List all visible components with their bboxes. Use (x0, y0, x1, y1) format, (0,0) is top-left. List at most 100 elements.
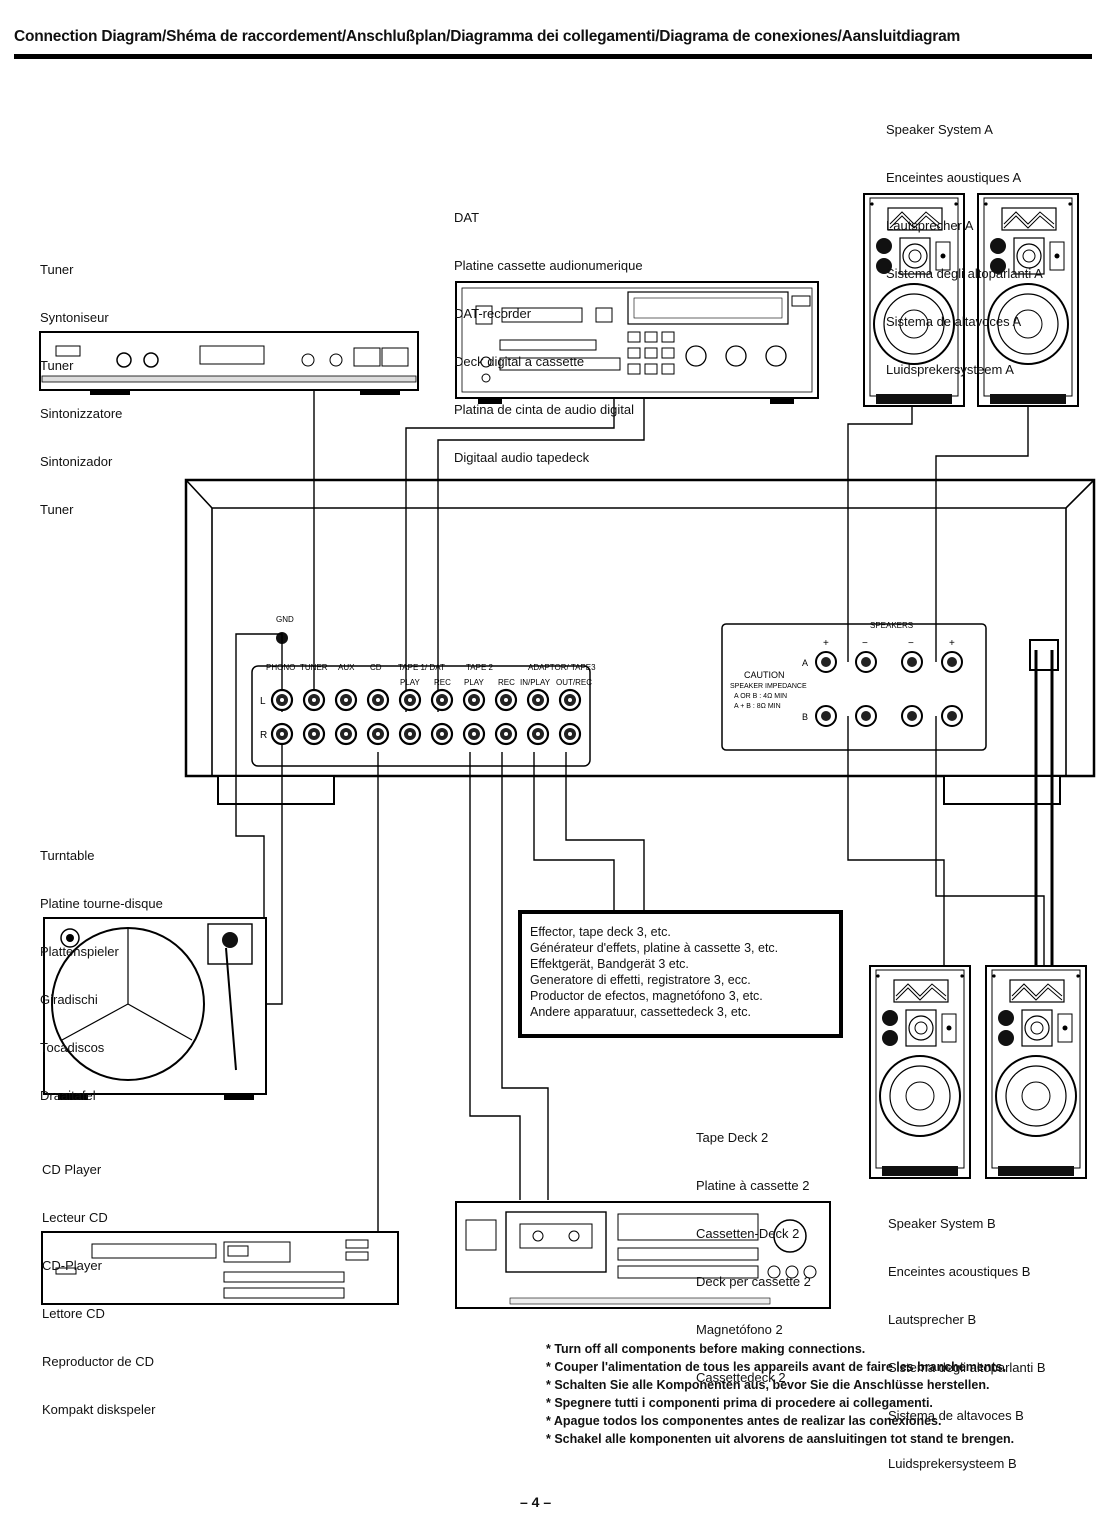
tuner-label-line: Syntoniseur (40, 310, 109, 325)
note-line: * Turn off all components before making … (546, 1342, 866, 1356)
turntable-label-line: Draaitafel (40, 1088, 96, 1103)
tuner-label-line: Tuner (40, 262, 74, 277)
safety-notes: * Turn off all components before making … (546, 1340, 1014, 1448)
cd-player-label-line: Lecteur CD (42, 1210, 108, 1225)
input-label-cd: CD (370, 663, 382, 672)
sub-label-in-play: IN/PLAY (520, 678, 551, 687)
speaker-a-label-line: Sistema de altavoces A (886, 314, 1022, 329)
speaker-a-label-line: Luidsprekersysteem A (886, 362, 1014, 377)
tuner-label-line: Sintonizador (40, 454, 113, 469)
impedance-title: SPEAKER IMPEDANCE (730, 683, 807, 690)
tape-deck-2-label-line: Tape Deck 2 (696, 1130, 769, 1145)
note-line: * Couper l'alimentation de tous les appa… (546, 1360, 1007, 1374)
speakers-label: SPEAKERS (870, 621, 913, 630)
cd-player-label-line: Lettore CD (42, 1306, 105, 1321)
speaker-system-b (869, 965, 1087, 1179)
sub-label-rec-1: REC (434, 678, 451, 687)
impedance-line-1: A OR B : 4Ω MIN (734, 693, 787, 700)
input-label-tape2: TAPE 2 (466, 663, 494, 672)
tuner-label: Tuner Syntoniseur Tuner Sintonizzatore S… (40, 230, 122, 534)
effector-line: Productor de efectos, magnetófono 3, etc… (530, 989, 763, 1003)
dat-label-line: DAT-recorder (454, 306, 532, 321)
turntable-label-line: Turntable (40, 848, 95, 863)
cd-player-label-line: Reproductor de CD (42, 1354, 154, 1369)
cd-player-unit (41, 1231, 399, 1305)
turntable-label: Turntable Platine tourne-disque Plattens… (40, 816, 163, 1120)
plus-label-1: + (823, 638, 829, 649)
input-label-aux: AUX (338, 663, 355, 672)
connection-wires (235, 390, 1045, 1240)
minus-label-1: − (862, 638, 868, 649)
tape-deck-2-label: Tape Deck 2 Platine à cassette 2 Cassett… (696, 1098, 811, 1402)
turntable-label-line: Giradischi (40, 992, 98, 1007)
sub-label-out-rec: OUT/REC (556, 678, 592, 687)
dat-label-line: DAT (454, 210, 480, 225)
tuner-label-line: Tuner (40, 358, 74, 373)
cd-player-label-line: Kompakt diskspeler (42, 1402, 156, 1417)
speaker-a-label-line: Speaker System A (886, 122, 993, 137)
speaker-b-label-line: Enceintes acoustiques B (888, 1264, 1031, 1279)
turntable-unit (43, 917, 267, 1100)
turntable-label-line: Platine tourne-disque (40, 896, 163, 911)
tape-deck-2-label-line: Magnetófono 2 (696, 1322, 783, 1337)
speaker-b-label-line: Lautsprecher B (888, 1312, 977, 1327)
dat-label-line: Digitaal audio tapedeck (454, 450, 590, 465)
speaker-a-label-line: Enceintes aoustiques A (886, 170, 1022, 185)
page-number: – 4 – (520, 1494, 552, 1510)
plus-label-2: + (949, 638, 955, 649)
cd-player-label: CD Player Lecteur CD CD-Player Lettore C… (42, 1130, 155, 1434)
tuner-label-line: Sintonizzatore (40, 406, 123, 421)
sub-label-play-2: PLAY (464, 678, 485, 687)
effector-line: Effector, tape deck 3, etc. (530, 925, 671, 939)
tape-deck-2-label-line: Cassettedeck 2 (696, 1370, 786, 1385)
note-line: * Apague todos los componentes antes de … (546, 1414, 942, 1428)
speaker-b-label-line: Luidsprekersysteem B (888, 1456, 1017, 1471)
input-label-tape1-dat: TAPE 1/ DAT (398, 663, 445, 672)
dat-unit (455, 281, 819, 404)
speaker-a-label: A (802, 658, 808, 668)
gnd-label: GND (276, 615, 294, 624)
channel-l: L (260, 696, 266, 707)
speaker-b-label-line: Sistema degli altoparlanti B (888, 1360, 1046, 1375)
effector-line: Effektgerät, Bandgerät 3 etc. (530, 957, 689, 971)
tape-deck-2-unit (455, 1201, 831, 1309)
note-line: * Schalten Sie alle Komponenten aus, bev… (546, 1378, 990, 1392)
tape-deck-2-label-line: Platine à cassette 2 (696, 1178, 810, 1193)
effector-line: Generatore di effetti, registratore 3, e… (530, 973, 751, 987)
dat-label: DAT Platine cassette audionumerique DAT-… (454, 178, 643, 482)
note-line: * Spegnere tutti i componenti prima di p… (546, 1396, 933, 1410)
channel-r: R (260, 730, 267, 741)
dat-label-line: Deck digital a cassette (454, 354, 585, 369)
tape-deck-2-label-line: Deck per cassette 2 (696, 1274, 811, 1289)
sub-label-play-1: PLAY (400, 678, 421, 687)
speaker-a-label-line: Lautsprecher A (886, 218, 974, 233)
tape-deck-2-label-line: Cassetten-Deck 2 (696, 1226, 800, 1241)
speaker-b-label-line: Sistema de altavoces B (888, 1408, 1024, 1423)
effector-box: Effector, tape deck 3, etc. Générateur d… (518, 910, 843, 1038)
page-title: Connection Diagram/Shéma de raccordement… (14, 28, 961, 45)
tuner-unit (39, 331, 419, 395)
note-line: * Schakel alle komponenten uit alvorens … (546, 1432, 1015, 1446)
speaker-a-label-line: Sistema degli altoparlanti A (886, 266, 1043, 281)
dat-label-line: Platina de cinta de audio digital (454, 402, 634, 417)
panel-labels: GND PHONO TUNER AUX CD TAPE 1/ DAT TAPE … (260, 615, 955, 741)
minus-label-2: − (908, 638, 914, 649)
cd-player-label-line: CD-Player (42, 1258, 102, 1273)
cd-player-label-line: CD Player (42, 1162, 102, 1177)
input-label-adaptor: ADAPTOR/ TAPE3 (528, 663, 596, 672)
speaker-b-label: Speaker System B Enceintes acoustiques B… (888, 1184, 1046, 1488)
speaker-b-label: B (802, 712, 808, 722)
input-label-tuner: TUNER (300, 663, 328, 672)
dat-label-line: Platine cassette audionumerique (454, 258, 643, 273)
speaker-a-label: Speaker System A Enceintes aoustiques A … (886, 90, 1043, 394)
turntable-label-line: Tocadiscos (40, 1040, 105, 1055)
input-label-phono: PHONO (266, 663, 295, 672)
effector-line: Andere apparatuur, cassettedeck 3, etc. (530, 1005, 751, 1019)
speaker-b-label-line: Speaker System B (888, 1216, 996, 1231)
title-rule (14, 54, 1092, 59)
turntable-label-line: Plattenspieler (40, 944, 119, 959)
caution-label: CAUTION (744, 670, 785, 680)
tuner-label-line: Tuner (40, 502, 74, 517)
effector-line: Générateur d'effets, platine à cassette … (530, 941, 779, 955)
